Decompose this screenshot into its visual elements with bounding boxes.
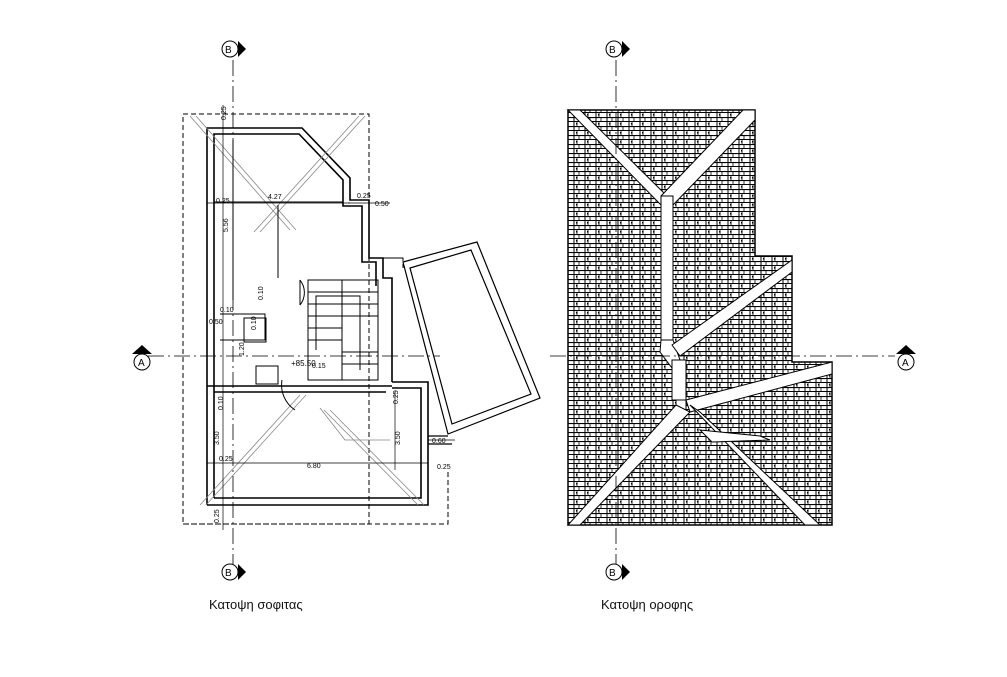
roof-plan-caption: Κατοψη οροφης <box>601 597 694 612</box>
dim-right-025c: 0.25 <box>437 464 451 471</box>
dim-mid-010: 0.10 <box>218 396 225 410</box>
svg-text:A: A <box>902 358 909 369</box>
dim-small-120: 1.20 <box>239 342 246 356</box>
dim-bottom-025-left: 0.25 <box>219 456 233 463</box>
dim-right-025b: 0.25 <box>393 390 400 404</box>
svg-text:B: B <box>609 45 616 56</box>
dim-depth-556: 5.56 <box>223 218 230 232</box>
section-marker-a-right: A <box>896 345 916 371</box>
attic-plan: 0.25 4.27 0.25 0.25 0.50 5.56 0.10 0.10 … <box>182 105 541 530</box>
dim-right-060: 0.60 <box>432 438 446 445</box>
roof-plan <box>566 109 833 526</box>
dim-right-025: 0.25 <box>357 193 371 200</box>
dim-right-050: 0.50 <box>375 201 389 208</box>
dim-width-680: 6.80 <box>307 463 321 470</box>
dim-depth-350-left: 3.50 <box>214 431 221 445</box>
dim-bottom-025: 0.25 <box>214 509 221 523</box>
dim-step-010b: 0.10 <box>220 307 234 314</box>
section-marker-b-bottom-left: B <box>221 563 246 581</box>
level-marker: +85.50 <box>291 359 316 368</box>
dim-left-025: 0.25 <box>216 198 230 205</box>
walls <box>206 127 429 506</box>
roof-tiles <box>567 109 833 526</box>
dim-small-050: 0.50 <box>209 319 223 326</box>
dim-top-025: 0.25 <box>221 106 228 120</box>
section-lines <box>148 60 895 565</box>
dim-width-427: 4.27 <box>268 194 282 201</box>
section-marker-a-left: A <box>132 345 152 371</box>
svg-text:B: B <box>225 568 232 579</box>
attic-plan-caption: Κατοψη σοφιτας <box>209 597 303 612</box>
dim-stair-015: 0.15 <box>312 363 326 370</box>
svg-text:B: B <box>225 45 232 56</box>
section-marker-b-bottom-right: B <box>605 563 630 581</box>
dim-small-010: 0.10 <box>251 316 258 330</box>
terrace <box>402 241 541 445</box>
dim-depth-350-right: 3.50 <box>395 431 402 445</box>
svg-text:A: A <box>138 358 145 369</box>
section-marker-b-top-left: B <box>221 40 246 58</box>
svg-text:B: B <box>609 568 616 579</box>
section-marker-b-top-right: B <box>605 40 630 58</box>
roof-ridges <box>566 109 833 526</box>
dimension-lines <box>207 105 455 530</box>
dim-step-010: 0.10 <box>258 286 265 300</box>
stair <box>307 279 379 381</box>
